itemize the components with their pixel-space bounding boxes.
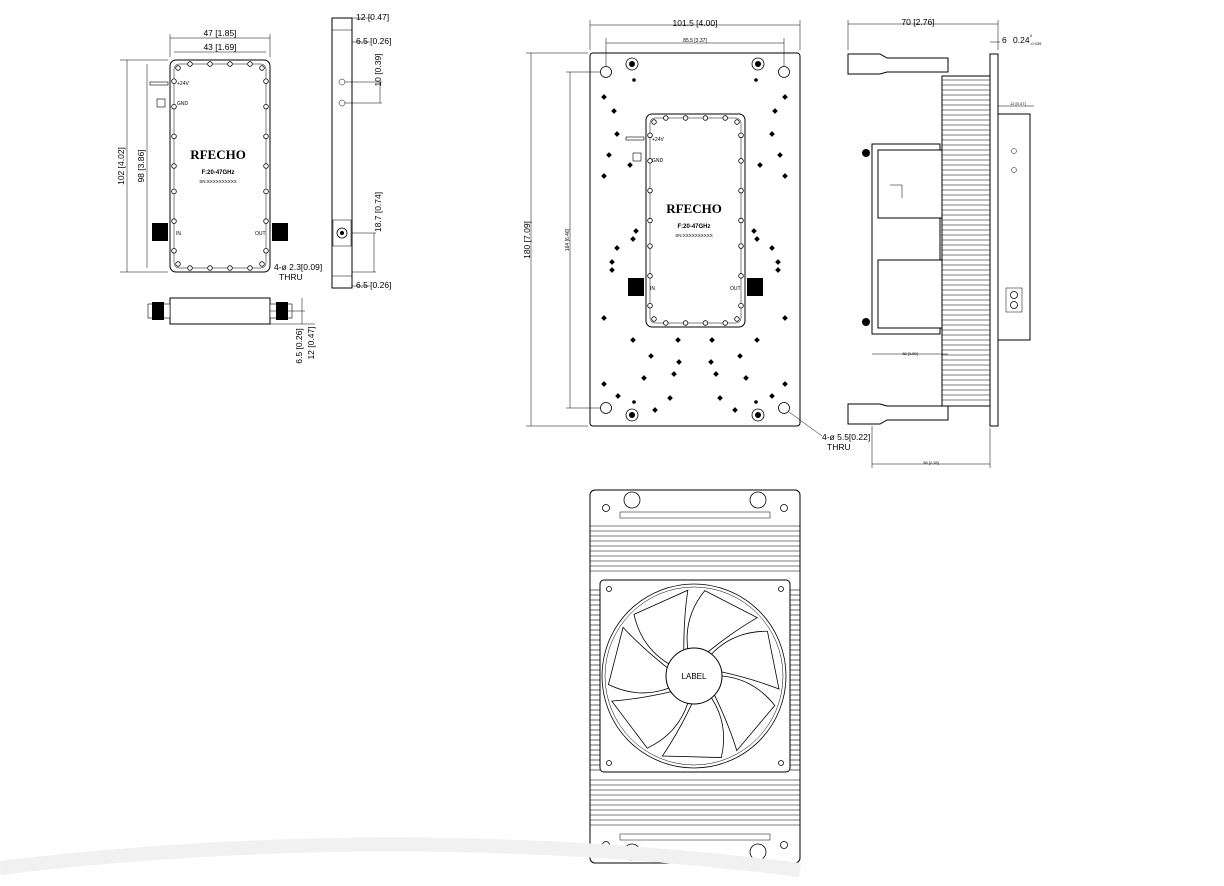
assembly-module-screws [647, 115, 744, 326]
assembly-frequency-label: F:20-47GHz [677, 224, 710, 230]
module-edge-screws [171, 61, 269, 271]
module-height-inner: 98 [3.86] [136, 149, 146, 182]
plate-width: 101.5 [4.00] [673, 18, 718, 28]
brand-label: RFECHO [190, 147, 246, 162]
module-height-outer: 102 [4.02] [116, 147, 126, 185]
fan-view: LABEL [589, 489, 801, 864]
module-top-view: +24V GND IN OUT RFECHO F:20-47GHz SN:XXX… [116, 28, 322, 282]
plate-thickness: 6 [1002, 35, 1007, 45]
side-connector-height: 18.7 [0.74] [373, 192, 383, 232]
ground-pin [156, 98, 166, 108]
assembly-brand-label: RFECHO [666, 201, 722, 216]
fan-label: LABEL [682, 672, 707, 681]
module-hole-thru: THRU [279, 272, 303, 282]
input-connector [152, 223, 168, 241]
side-width: 70 [2.76] [901, 17, 934, 27]
input-label: IN [176, 231, 181, 237]
assembly-power-label: +24V [652, 137, 664, 143]
output-connector [272, 223, 288, 241]
side-module-depth: 12 [0.47] [1010, 101, 1026, 106]
plate-height: 180 [7.09] [522, 221, 532, 259]
bottom-offset: 6.5 [0.26] [294, 328, 304, 363]
side-top-offset: 6.5 [0.26] [356, 36, 391, 46]
power-pin-label: +24V [177, 81, 189, 87]
fan-depth: 38 [1.50] [902, 351, 918, 356]
assembly-output-label: OUT [730, 286, 741, 292]
module-bottom-view: 6.5 [0.26] 12 [0.47] [147, 297, 316, 364]
assembly-serial-label: SN:XXXXXXXXXX [675, 233, 713, 238]
heatsink-depth: 58 [2.28] [923, 460, 939, 465]
assembly-front-view: +24V GND IN OUT RFECHO F:20-47GHz SN:XXX… [522, 18, 870, 452]
side-bottom-offset: 6.5 [0.26] [356, 280, 391, 290]
tolerance-upper: 0 [1030, 33, 1033, 38]
assembly-ground-label: GND [652, 158, 664, 164]
background-arc [0, 837, 801, 877]
plate-hole-height: 164 [6.46] [565, 228, 571, 251]
output-label: OUT [255, 231, 266, 237]
side-depth: 12 [0.47] [356, 12, 389, 22]
plate-mounting-pattern [601, 94, 788, 413]
bottom-depth: 12 [0.47] [306, 326, 316, 359]
module-hole-spec: 4-ø 2.3[0.09] [274, 262, 322, 272]
fan-heatsink-fins [590, 525, 800, 826]
tolerance-lower: -0.039 [1030, 41, 1042, 46]
heatsink-fins [942, 79, 990, 401]
plate-mount-holes [625, 57, 765, 422]
power-pin [149, 81, 169, 86]
side-pin-offset: 10 [0.39] [373, 53, 383, 86]
module-width-inner: 43 [1.69] [203, 42, 236, 52]
serial-label: SN:XXXXXXXXXX [199, 179, 237, 184]
frequency-label: F:20-47GHz [201, 170, 234, 176]
assembly-input-label: IN [650, 286, 655, 292]
plate-hole-thru: THRU [827, 442, 851, 452]
plate-hole-spec: 4-ø 5.5[0.22] [822, 432, 870, 442]
ground-pin-label: GND [177, 101, 189, 107]
module-side-view: 12 [0.47] 6.5 [0.26] 10 [0.39] 18.7 [0.7… [331, 12, 391, 290]
plate-hole-spacing: 85.5 [3.37] [683, 38, 707, 44]
fan-blades [607, 589, 780, 758]
module-width-outer: 47 [1.85] [203, 28, 236, 38]
heatsink-side-view: 70 [2.76] 6 0.24 0 -0.039 12 [0.47] 38 [… [847, 17, 1042, 468]
tolerance-nominal: 0.24 [1013, 35, 1030, 45]
